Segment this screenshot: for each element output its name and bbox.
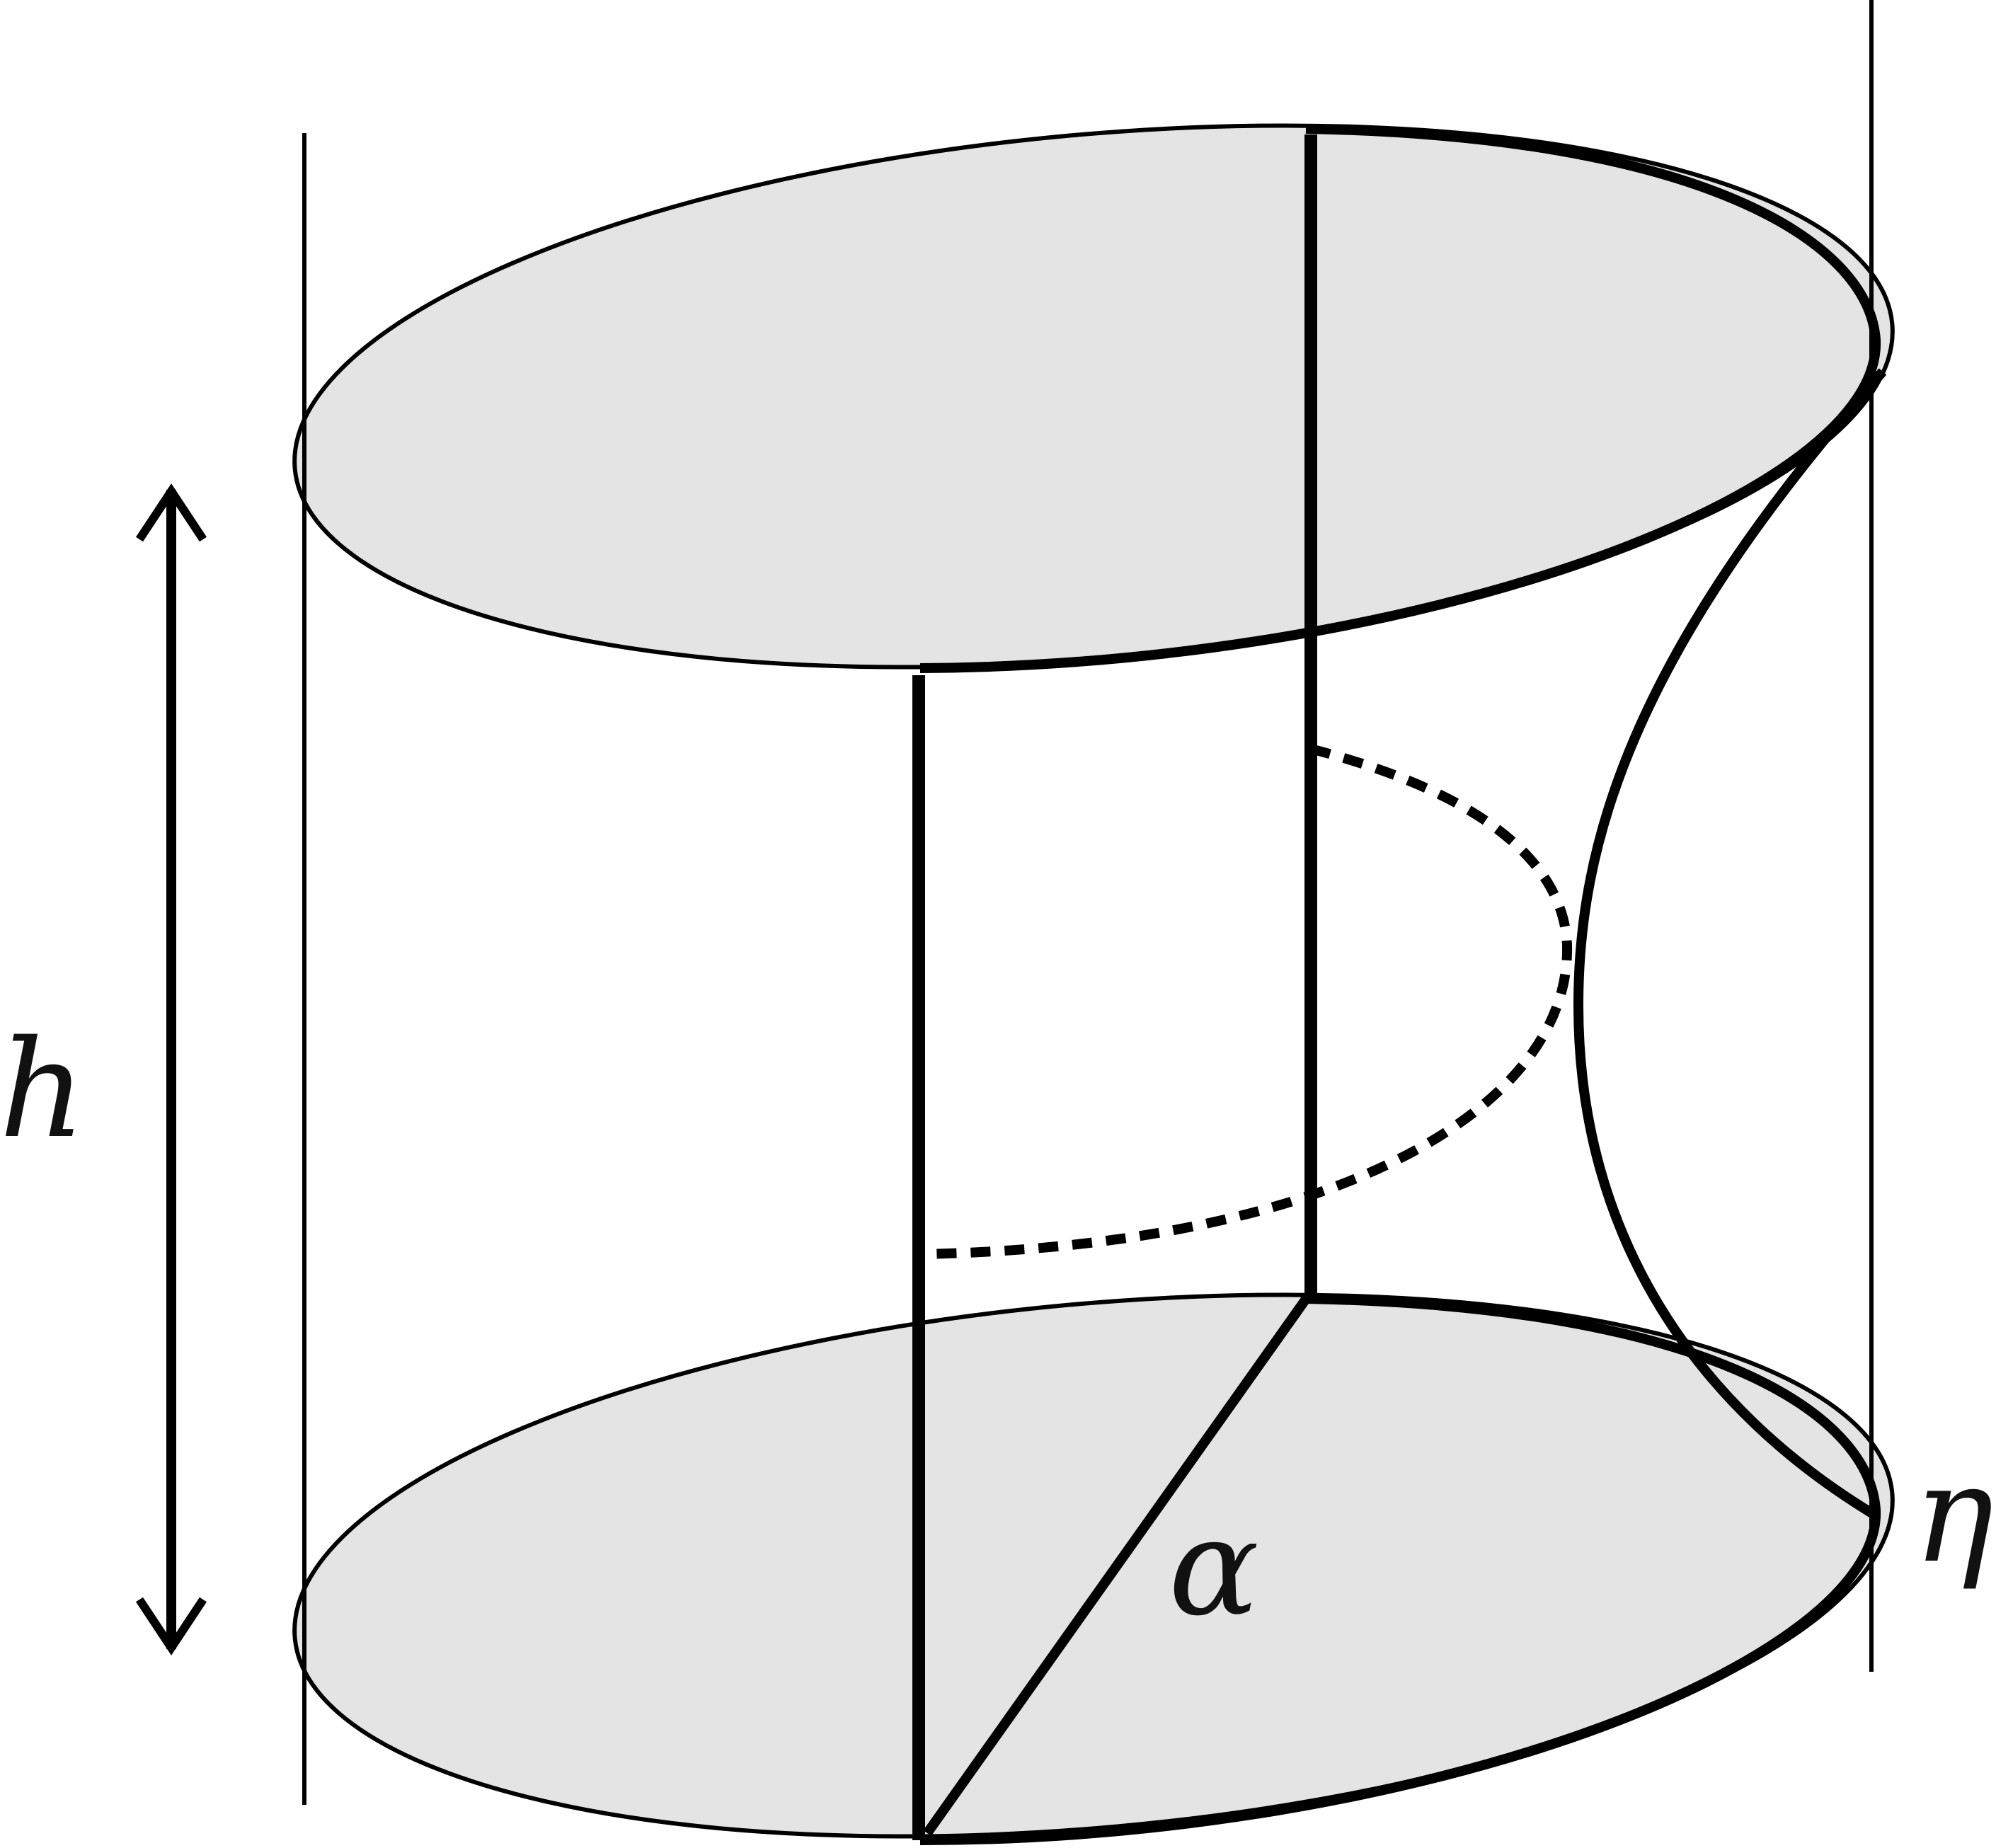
height-arrow-top-head bbox=[135, 483, 207, 542]
height-label: h bbox=[0, 1011, 86, 1168]
angle-label: α bbox=[1169, 1489, 1259, 1646]
bottom-rim-front-arc bbox=[919, 1294, 1881, 1845]
top-disk bbox=[292, 123, 1895, 670]
hyperbola-profile-curve bbox=[1573, 368, 1887, 1519]
waist-dashed-curve bbox=[921, 744, 1573, 1259]
top-rim-front-arc bbox=[919, 124, 1881, 673]
height-arrow-bottom-head bbox=[135, 1597, 207, 1655]
eta-label: η bbox=[1913, 1436, 1994, 1592]
bottom-diagonal-line bbox=[923, 1295, 1311, 1837]
